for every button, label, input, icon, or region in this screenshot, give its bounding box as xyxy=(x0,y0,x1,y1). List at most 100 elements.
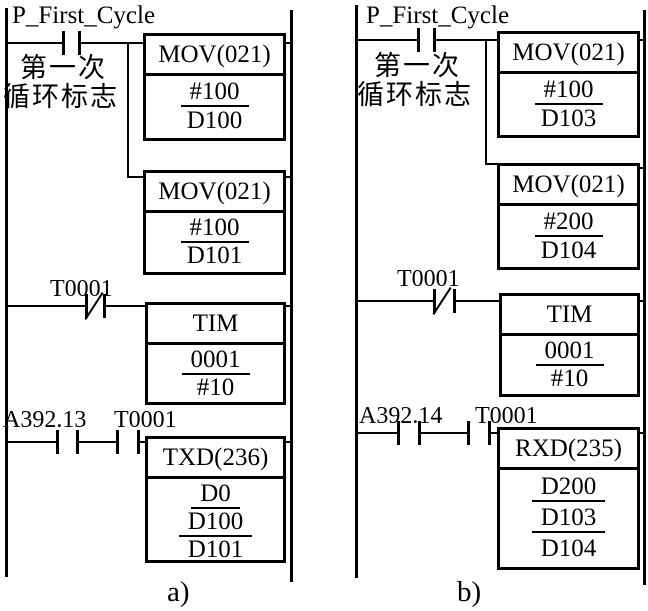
operand: D103 xyxy=(531,504,606,534)
instruction-title: MOV(021) xyxy=(500,34,637,74)
contact-label-p-first-cycle-b: P_First_Cycle xyxy=(366,2,510,29)
instruction-operands: D200 D103 D104 xyxy=(500,470,637,568)
wire xyxy=(140,441,147,443)
no-contact-icon xyxy=(467,421,470,445)
contact-label-a392-14: A392.14 xyxy=(359,403,443,429)
operand: D200 xyxy=(531,473,606,503)
wire xyxy=(286,176,292,178)
operand: D0 xyxy=(191,480,240,509)
no-contact-icon xyxy=(78,31,81,55)
contact-label-t0001-b2: T0001 xyxy=(475,403,538,429)
operand: #100 xyxy=(180,78,249,108)
instruction-operands: 0001 #10 xyxy=(148,345,283,404)
power-rail-left-a xyxy=(5,8,8,577)
instruction-title: MOV(021) xyxy=(146,173,283,213)
no-contact-icon xyxy=(116,430,119,454)
instruction-operands: #100 D103 xyxy=(500,74,637,136)
operand: 0001 xyxy=(535,337,604,366)
no-contact-icon xyxy=(417,28,420,52)
operand: #10 xyxy=(196,373,235,401)
wire xyxy=(81,42,145,44)
operand: 0001 xyxy=(181,346,250,375)
operand: D104 xyxy=(540,236,597,264)
branch-wire xyxy=(127,42,129,178)
power-rail-right-b xyxy=(643,10,646,585)
operand: #100 xyxy=(180,214,249,244)
instruction-operands: D0 D100 D101 xyxy=(148,479,283,566)
wire xyxy=(286,42,292,44)
nc-contact-icon xyxy=(453,289,456,313)
wire xyxy=(79,441,117,443)
operand: D104 xyxy=(540,535,597,563)
instruction-title: TIM xyxy=(502,296,637,336)
operand: D100 xyxy=(178,508,253,537)
no-contact-icon xyxy=(56,430,59,454)
no-contact-icon xyxy=(418,421,421,445)
wire xyxy=(5,441,57,443)
power-rail-left-b xyxy=(355,5,358,578)
contact-label-p-first-cycle-a: P_First_Cycle xyxy=(12,2,156,29)
wire xyxy=(286,305,292,307)
no-contact-icon xyxy=(62,31,65,55)
wire xyxy=(421,432,468,434)
wire xyxy=(640,432,645,434)
operand: D101 xyxy=(186,242,243,270)
operand: D103 xyxy=(540,104,597,132)
power-rail-right-a xyxy=(290,10,293,582)
branch-wire xyxy=(127,176,145,178)
wire xyxy=(491,432,499,434)
wire xyxy=(106,305,147,307)
contact-label-a392-13: A392.13 xyxy=(3,407,87,433)
instruction-box-rxd-b: RXD(235) D200 D103 D104 xyxy=(497,427,640,570)
instruction-title: RXD(235) xyxy=(500,430,637,470)
instruction-title: TIM xyxy=(148,305,283,345)
wire xyxy=(357,432,398,434)
nc-contact-icon xyxy=(433,289,436,313)
nc-contact-icon xyxy=(103,294,106,318)
instruction-operands: 0001 #10 xyxy=(502,336,637,395)
no-contact-icon xyxy=(433,28,436,52)
instruction-title: MOV(021) xyxy=(146,36,283,76)
wire xyxy=(436,39,499,41)
instruction-operands: #100 D100 xyxy=(146,76,283,139)
instruction-box-mov2-a: MOV(021) #100 D101 xyxy=(143,170,286,275)
wire xyxy=(640,39,645,41)
instruction-operands: #200 D104 xyxy=(500,206,637,268)
contact-label-t0001-a: T0001 xyxy=(50,276,113,302)
no-contact-icon xyxy=(488,421,491,445)
contact-comment-line2-a: 循环标志 xyxy=(3,82,119,112)
instruction-box-tim-a: TIM 0001 #10 xyxy=(145,302,286,405)
nc-contact-icon xyxy=(85,294,88,318)
branch-wire xyxy=(485,163,499,165)
caption-b: b) xyxy=(457,576,482,608)
instruction-title: TXD(236) xyxy=(148,439,283,479)
instruction-title: MOV(021) xyxy=(500,166,637,206)
wire xyxy=(640,167,645,169)
wire xyxy=(357,300,434,302)
operand: D101 xyxy=(187,536,244,563)
wire xyxy=(357,39,418,41)
contact-comment-line1-a: 第一次 xyxy=(20,53,107,83)
contact-comment-line1-b: 第一次 xyxy=(374,51,461,81)
wire xyxy=(456,300,501,302)
instruction-box-txd-a: TXD(236) D0 D100 D101 xyxy=(145,436,286,563)
instruction-operands: #100 D101 xyxy=(146,213,283,273)
operand: D100 xyxy=(186,107,243,135)
no-contact-icon xyxy=(137,430,140,454)
contact-label-t0001-a2: T0001 xyxy=(114,407,177,433)
instruction-box-mov2-b: MOV(021) #200 D104 xyxy=(497,163,640,270)
wire xyxy=(5,42,63,44)
contact-comment-line2-b: 循环标志 xyxy=(357,80,473,110)
wire xyxy=(286,441,292,443)
operand: #100 xyxy=(534,76,603,105)
instruction-box-mov1-b: MOV(021) #100 D103 xyxy=(497,31,640,138)
operand: #200 xyxy=(534,208,603,237)
no-contact-icon xyxy=(397,421,400,445)
instruction-box-tim-b: TIM 0001 #10 xyxy=(499,293,640,397)
wire xyxy=(640,300,645,302)
instruction-box-mov1-a: MOV(021) #100 D100 xyxy=(143,33,286,141)
operand: #10 xyxy=(550,364,589,392)
no-contact-icon xyxy=(76,430,79,454)
branch-wire xyxy=(485,39,487,165)
